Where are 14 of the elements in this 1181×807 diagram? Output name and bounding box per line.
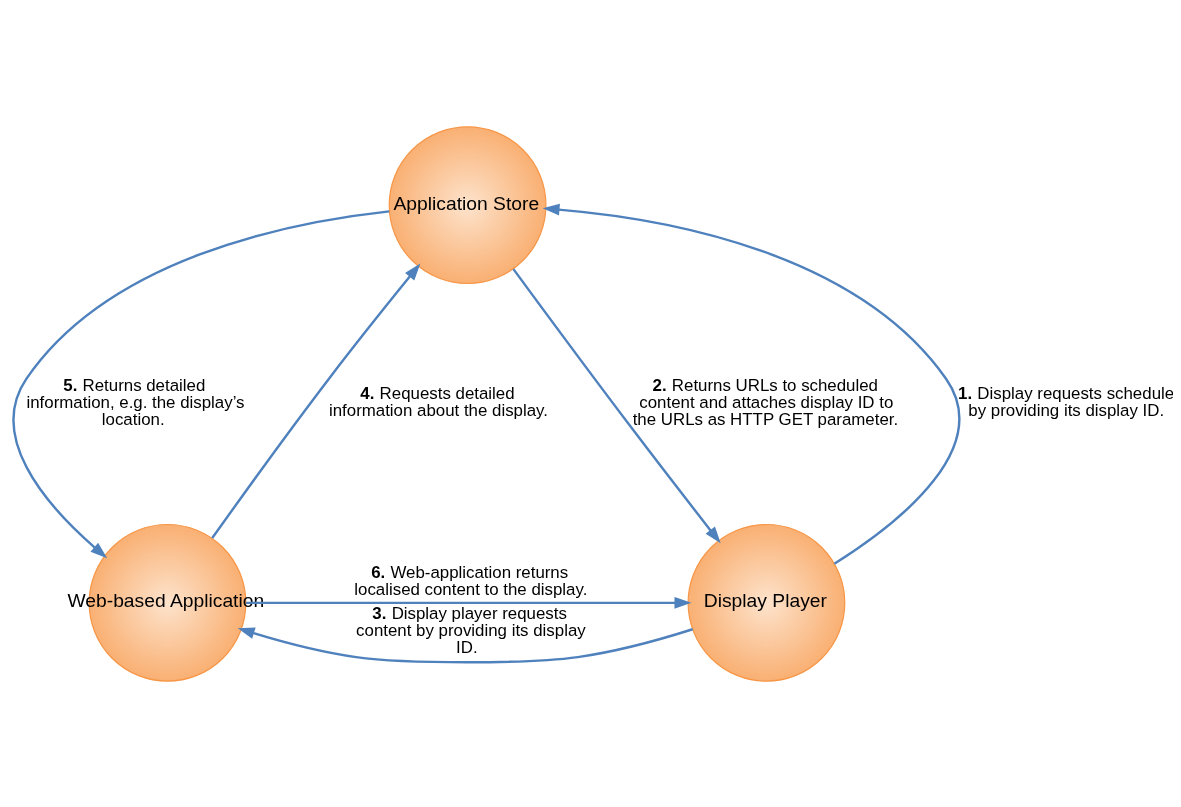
arrow	[237, 627, 694, 663]
node-label: Web-based Application	[67, 589, 265, 611]
edge-label: 5. Returns detailed information, e.g. the display’s location.	[26, 375, 245, 429]
node-circle: Application Store	[388, 125, 547, 284]
edge-label: 6. Web-application returns localised content to the display.	[354, 562, 588, 599]
arrow	[12, 209, 390, 558]
edge-label: 1. Display requests schedule by providing its display ID.	[958, 383, 1175, 420]
edge-label: 4. Requests detailed information about the display.	[328, 383, 548, 420]
arrow	[512, 267, 721, 543]
arrow	[542, 203, 961, 565]
edge-label: 2. Returns URLs to scheduled content and attaches display ID to the URLs as HTTP GET parameter.	[632, 375, 899, 429]
arrow	[211, 263, 421, 539]
arrow	[246, 596, 692, 609]
edge-label: 3. Display player requests content by providing its display ID.	[356, 603, 586, 656]
